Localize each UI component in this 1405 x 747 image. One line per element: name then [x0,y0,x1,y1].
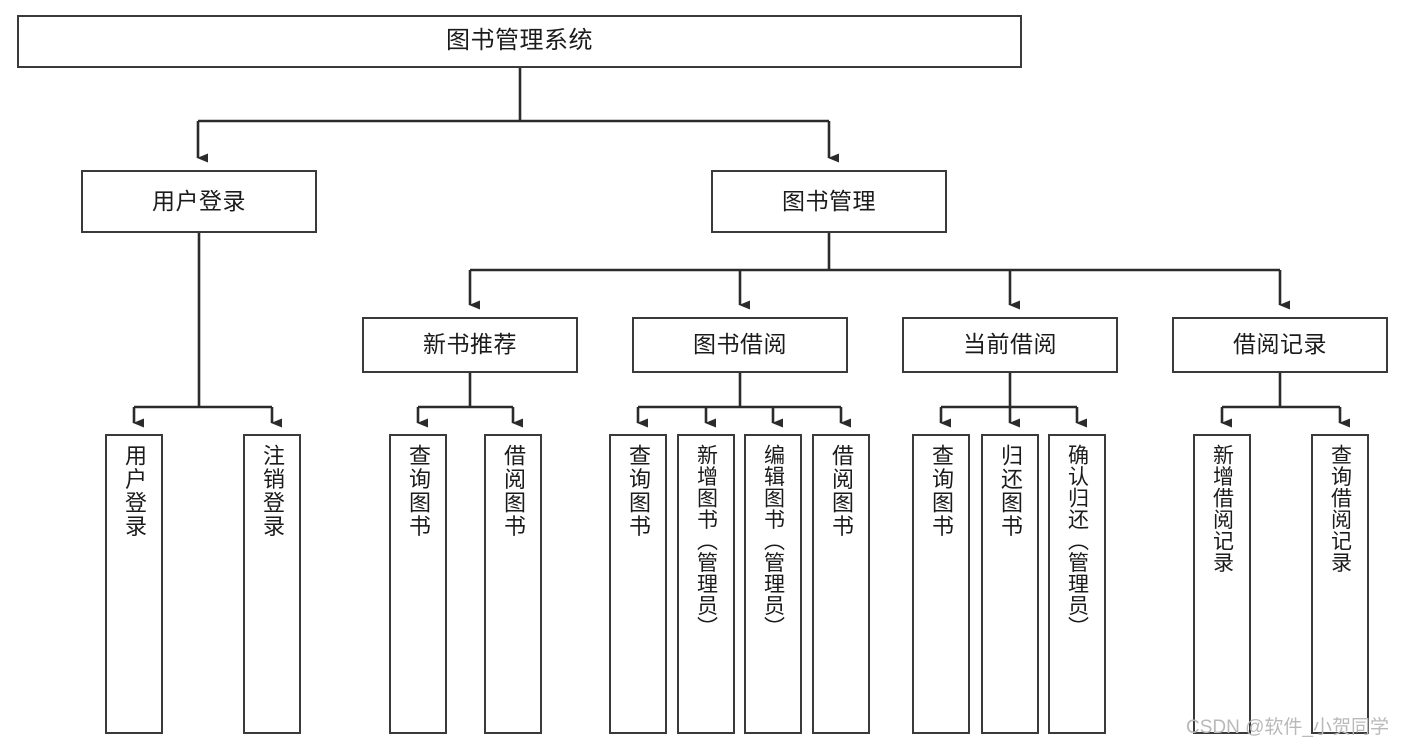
node-label: 新增借阅记录 [1210,444,1234,573]
node-label: 查询借阅记录 [1328,444,1352,573]
edge-newbook-to-leaves [416,373,523,428]
node-leaf-add-borrow-record[interactable]: 新增借阅记录 [1193,434,1251,734]
node-label: 查询图书 [929,444,954,538]
node-label: 借阅图书 [829,444,854,538]
node-user-login[interactable]: 用户登录 [81,170,317,233]
node-label: 借阅图书 [501,444,526,538]
node-label: 查询图书 [406,444,431,538]
node-label: 借阅记录 [1233,331,1327,358]
node-leaf-user-login[interactable]: 用户登录 [105,434,163,734]
node-leaf-return-book[interactable]: 归还图书 [981,434,1039,734]
node-book-management[interactable]: 图书管理 [711,170,947,233]
edge-bookmgmt-to-level3 [468,233,1290,310]
node-label: 新增图书（管理员） [694,444,718,638]
node-label: 图书管理 [782,187,876,214]
node-label: 当前借阅 [963,331,1057,358]
node-label: 用户登录 [122,444,147,538]
node-label: 图书管理系统 [446,27,593,55]
node-root-library-system[interactable]: 图书管理系统 [17,15,1022,68]
node-label: 查询图书 [626,444,651,538]
node-leaf-borrow-book[interactable]: 借阅图书 [812,434,870,734]
node-label: 编辑图书（管理员） [761,444,785,638]
node-leaf-borrow-book-recommend[interactable]: 借阅图书 [484,434,542,734]
node-leaf-logout[interactable]: 注销登录 [243,434,301,734]
edge-currentborrow-to-leaves [939,373,1087,428]
node-book-borrow[interactable]: 图书借阅 [632,317,848,373]
edge-bookborrow-to-leaves [636,373,851,428]
node-leaf-edit-book-admin[interactable]: 编辑图书（管理员） [744,434,802,734]
edge-borrowrecord-to-leaves [1220,373,1350,428]
node-label: 图书借阅 [693,331,787,358]
node-label: 新书推荐 [423,331,517,358]
node-current-borrow[interactable]: 当前借阅 [902,317,1118,373]
node-label: 归还图书 [998,444,1023,538]
node-borrow-record[interactable]: 借阅记录 [1172,317,1388,373]
node-label: 注销登录 [260,444,285,538]
node-leaf-confirm-return-admin[interactable]: 确认归还（管理员） [1048,434,1106,734]
edge-userlogin-to-leaves [132,233,282,428]
node-leaf-add-book-admin[interactable]: 新增图书（管理员） [677,434,735,734]
node-leaf-search-book-current[interactable]: 查询图书 [912,434,970,734]
node-new-book-recommend[interactable]: 新书推荐 [362,317,578,373]
node-leaf-search-book-borrow[interactable]: 查询图书 [609,434,667,734]
edge-root-to-level2 [196,68,839,163]
csdn-watermark: CSDN @软件_小贺同学 [1186,717,1389,738]
node-label: 确认归还（管理员） [1065,444,1089,638]
node-leaf-search-borrow-record[interactable]: 查询借阅记录 [1311,434,1369,734]
node-leaf-search-book-recommend[interactable]: 查询图书 [389,434,447,734]
node-label: 用户登录 [152,187,246,214]
